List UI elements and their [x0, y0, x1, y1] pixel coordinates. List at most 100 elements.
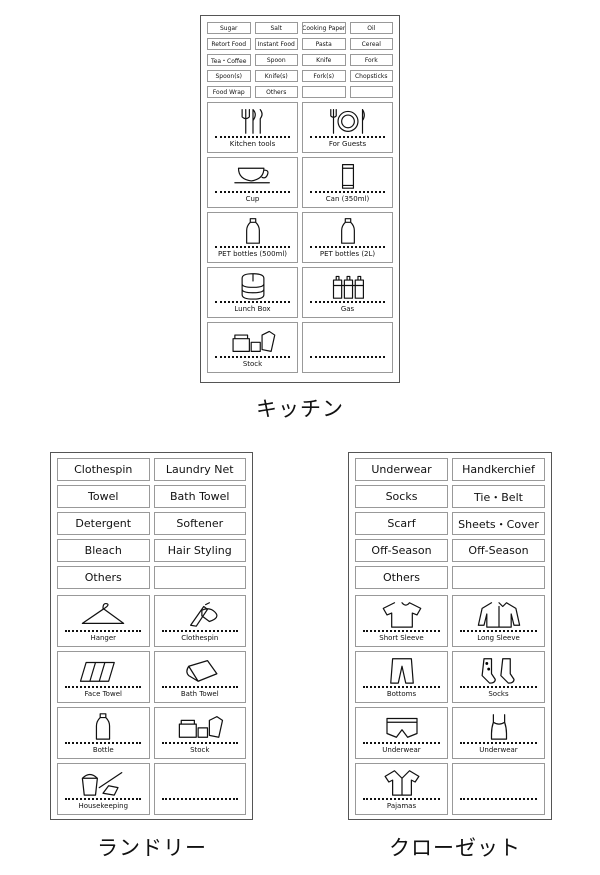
icon-label-text: Hanger — [90, 634, 117, 642]
icon-label-socks: Socks — [452, 651, 545, 703]
icon-label-long-sleeve: Long Sleeve — [452, 595, 545, 647]
label-chopsticks: Chopsticks — [349, 70, 393, 82]
cup-icon — [233, 167, 270, 184]
icon-label-pet-bottles-2l-: PET bottles (2L) — [302, 212, 393, 263]
dotted-line — [161, 742, 238, 744]
stock-icon — [178, 716, 223, 738]
icon-label-stock: Stock — [207, 322, 298, 373]
label-softener: Softener — [153, 512, 246, 535]
icon-label-blank — [452, 763, 545, 815]
icon-label-lunch-box: Lunch Box — [207, 267, 298, 318]
icon-label-text: Underwear — [382, 746, 421, 754]
icon-label-underwear: Underwear — [355, 707, 448, 759]
icon-label-bath-towel: Bath Towel — [153, 651, 246, 703]
label-others: Others — [57, 566, 150, 589]
label-off-season: Off-Season — [452, 539, 545, 562]
label-retort-food: Retort Food — [207, 38, 251, 50]
label-cereal: Cereal — [349, 38, 393, 50]
dotted-line — [460, 630, 537, 632]
icon-label-short-sleeve: Short Sleeve — [355, 595, 448, 647]
icon-label-text: For Guests — [328, 140, 367, 148]
icon-label-text: PET bottles (2L) — [319, 250, 376, 258]
label-underwear: Underwear — [355, 458, 448, 481]
label-blank — [349, 86, 393, 98]
icon-label-text: Socks — [488, 690, 509, 698]
blank-area — [318, 326, 378, 355]
icon-label-blank — [153, 763, 246, 815]
blank-area — [469, 767, 529, 797]
label-cooking-paper: Cooking Paper — [302, 22, 346, 34]
pants-icon — [389, 658, 414, 684]
label-towel: Towel — [57, 485, 150, 508]
icon-label-can-350ml-: Can (350ml) — [302, 157, 393, 208]
bottle-icon — [245, 218, 260, 244]
dotted-line — [215, 356, 290, 358]
dotted-line — [215, 191, 290, 193]
shirt-icon — [477, 602, 520, 628]
icon-label-bottle: Bottle — [57, 707, 150, 759]
label-spoon: Spoon — [254, 54, 298, 66]
plate-setting-icon — [329, 109, 365, 134]
dotted-line — [310, 136, 385, 138]
dotted-line — [215, 301, 290, 303]
label-sugar: Sugar — [207, 22, 251, 34]
label-food-wrap: Food Wrap — [207, 86, 251, 98]
icon-label-text: Stock — [242, 360, 263, 368]
bath-towel-icon — [186, 660, 218, 682]
icon-label-text: Face Towel — [84, 690, 122, 698]
dotted-line — [65, 798, 142, 800]
icon-label-text: Can (350ml) — [325, 195, 370, 203]
icon-label-hanger: Hanger — [57, 595, 150, 647]
pajamas-icon — [384, 770, 419, 796]
socks-icon — [481, 658, 515, 684]
label-spoon-s-: Spoon(s) — [207, 70, 251, 82]
icon-label-text — [199, 803, 201, 810]
icon-label-housekeeping: Housekeeping — [57, 763, 150, 815]
icon-label-pajamas: Pajamas — [355, 763, 448, 815]
gas-canisters-icon — [332, 275, 364, 299]
dotted-line — [65, 742, 142, 744]
icon-label-cup: Cup — [207, 157, 298, 208]
icon-label-text: Bottle — [92, 746, 114, 754]
label-blank — [302, 86, 346, 98]
label-others: Others — [355, 566, 448, 589]
label-knife: Knife — [302, 54, 346, 66]
label-others: Others — [254, 86, 298, 98]
dotted-line — [310, 246, 385, 248]
icon-label-text — [346, 361, 348, 368]
dotted-line — [310, 301, 385, 303]
label-oil: Oil — [349, 22, 393, 34]
dotted-line — [161, 798, 238, 800]
boxers-icon — [385, 717, 418, 738]
dotted-line — [363, 742, 440, 744]
label-blank — [153, 566, 246, 589]
icon-label-text: Lunch Box — [234, 305, 271, 313]
label-off-season: Off-Season — [355, 539, 448, 562]
closet-caption: クローゼット — [389, 836, 521, 860]
icon-label-text: Pajamas — [386, 802, 417, 810]
bottle-icon — [340, 218, 355, 244]
label-bath-towel: Bath Towel — [153, 485, 246, 508]
dotted-line — [363, 630, 440, 632]
label-sheets-cover: Sheets・Cover — [452, 512, 545, 535]
dotted-line — [215, 246, 290, 248]
label-knife-s-: Knife(s) — [254, 70, 298, 82]
label-bleach: Bleach — [57, 539, 150, 562]
label-fork-s-: Fork(s) — [302, 70, 346, 82]
hanger-icon — [82, 602, 125, 624]
label-laundry-net: Laundry Net — [153, 458, 246, 481]
icon-label-text: Long Sleeve — [477, 634, 520, 642]
icon-label-text — [497, 803, 499, 810]
label-blank — [452, 566, 545, 589]
label-handkerchief: Handkerchief — [452, 458, 545, 481]
icon-label-bottoms: Bottoms — [355, 651, 448, 703]
dotted-line — [310, 356, 385, 358]
label-detergent: Detergent — [57, 512, 150, 535]
dotted-line — [161, 630, 238, 632]
icon-label-text: Bath Towel — [180, 690, 219, 698]
icon-label-stock: Stock — [153, 707, 246, 759]
